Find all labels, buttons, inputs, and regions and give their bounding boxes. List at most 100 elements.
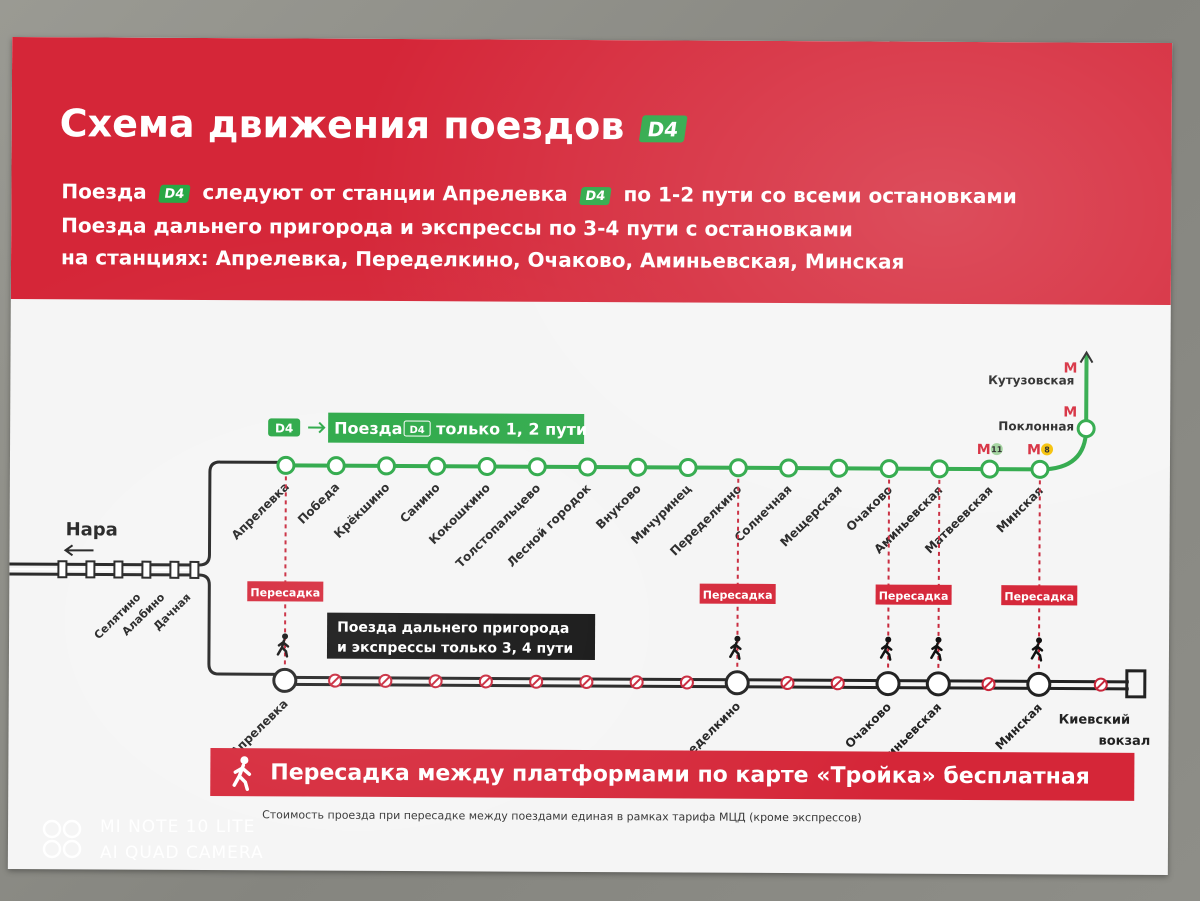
upper-station-marker	[678, 458, 698, 478]
legend-upper-prefix: Поезда	[334, 419, 402, 438]
lower-station-marker	[925, 671, 951, 697]
left-trunk	[9, 460, 286, 676]
skipped-stop-marker	[679, 675, 694, 690]
upper-station-marker	[427, 456, 447, 476]
subtitle-l1-a: Поезда	[61, 179, 147, 204]
metro-icon-matveevskaya-badge: 11	[991, 445, 1003, 454]
watermark-line-2: AI QUAD CAMERA	[100, 843, 264, 863]
metro-icon-matveevskaya-letter: М	[977, 442, 991, 458]
subtitle-line-2: Поезда дальнего пригорода и экспрессы по…	[61, 213, 853, 242]
terminal-label-1: Киевский	[1059, 712, 1131, 727]
lower-station-label: Очаково	[842, 700, 894, 751]
walking-person-icon	[232, 756, 252, 791]
upper-station-marker	[829, 458, 849, 478]
lower-track-line-top	[284, 675, 1129, 684]
legend-upper: D4 Поезда D4 только 1, 2 пути	[268, 412, 587, 444]
legend-lower-line-1: Поезда дальнего пригорода	[337, 620, 569, 637]
upper-station-label: Санино	[397, 480, 442, 525]
d4-badge-title: D4	[638, 115, 687, 143]
transfer-label-box	[875, 584, 952, 605]
legend-upper-suffix: только 1, 2 пути	[436, 419, 587, 439]
left-stop-marker	[141, 560, 152, 579]
transfer-label-box	[1001, 585, 1078, 606]
walking-person-icon	[729, 635, 742, 661]
skipped-stop-marker	[378, 673, 393, 688]
legend-d4-badge-bg	[268, 418, 301, 437]
legend-arrow-icon	[308, 421, 326, 434]
transfer-dashed-line	[1037, 480, 1041, 673]
transfer-label: Пересадка	[879, 590, 949, 603]
terminal-buffer-icon	[1125, 669, 1147, 699]
left-stop-marker	[113, 560, 124, 579]
walking-person-icon	[1030, 637, 1044, 662]
upper-station-label: Очаково	[844, 483, 896, 534]
skipped-stop-marker	[1093, 677, 1108, 692]
transfer-dashed-line	[887, 479, 891, 672]
metro-icon-kutuzovskaya-letter: М	[1063, 360, 1077, 376]
legend-d4-badge: D4	[275, 421, 293, 435]
upper-station-marker	[1030, 459, 1050, 479]
subtitle-line-1: Поезда D4 следуют от станции Апрелевка D…	[61, 179, 1017, 208]
upper-station-label: Внуково	[593, 481, 644, 531]
station-kutuzovskaya-label: Кутузовская	[988, 373, 1074, 387]
upper-station-marker	[578, 457, 598, 477]
legend-inline-d4: D4	[409, 425, 424, 436]
transfer-dashed-line	[283, 476, 287, 669]
subtitle-l1-b: следуют от станции Апрелевка	[202, 179, 568, 206]
walking-person-icon	[879, 636, 893, 661]
lower-station-marker	[1026, 671, 1052, 697]
upper-station-marker	[276, 455, 296, 475]
upper-station-marker-poklonnaya	[1076, 419, 1096, 439]
upper-station-marker	[728, 458, 748, 478]
north-arrow-icon	[1079, 350, 1094, 364]
upper-station-marker	[477, 456, 497, 476]
skipped-stop-marker	[579, 674, 594, 689]
d4-badge-inline-2: D4	[579, 186, 612, 205]
station-poklonnaya-label: Поклонная	[998, 419, 1074, 433]
metro-icon-poklonnaya-letter: М	[1063, 404, 1077, 420]
d4-badge-inline-1: D4	[158, 184, 191, 203]
upper-station-marker	[527, 457, 547, 477]
upper-station-marker	[376, 456, 396, 476]
walking-person-icon	[276, 633, 290, 658]
metro-icon-minskaya-letter: М	[1027, 442, 1041, 458]
camera-logo-icon	[42, 819, 82, 859]
transfer-label: Пересадка	[250, 586, 320, 599]
transfer-label: Пересадка	[1004, 590, 1074, 603]
left-stop-marker	[85, 560, 96, 579]
upper-station-label: Минская	[994, 484, 1046, 536]
upper-station-marker	[326, 456, 346, 476]
skipped-stop-marker	[629, 675, 644, 690]
upper-station-marker	[879, 459, 899, 479]
legend-upper-box	[328, 412, 585, 444]
skipped-stop-marker	[478, 674, 493, 689]
lower-station-marker	[724, 670, 750, 696]
legend-inline-d4-frame	[403, 420, 431, 437]
skipped-stop-marker	[529, 674, 544, 689]
left-stop-marker	[57, 560, 68, 579]
skipped-stop-marker	[981, 677, 996, 692]
lower-station-marker	[272, 667, 298, 693]
metro-icon-kutuzovskaya: М	[1063, 360, 1077, 376]
free-transfer-notice: Пересадка между платформами по карте «Тр…	[210, 748, 1135, 801]
upper-station-label: Победа	[295, 480, 342, 527]
lower-track-line-bottom	[284, 682, 1129, 691]
train-scheme: D4 Поезда D4 только 1, 2 пути Нара Селят…	[9, 350, 1150, 775]
transfer-label-box	[699, 583, 776, 604]
left-stop-marker	[189, 560, 200, 579]
legend-lower-line-2: и экспрессы только 3, 4 пути	[337, 640, 573, 657]
upper-track-line	[285, 463, 1040, 472]
metro-icon-minskaya-badge: 8	[1044, 445, 1050, 454]
subtitle-l1-c: по 1-2 пути со всеми остановками	[623, 182, 1017, 209]
terminal-label-2: вокзал	[1098, 734, 1150, 749]
skipped-stop-marker	[780, 676, 795, 691]
transfer-dashed-line	[736, 478, 740, 671]
lower-station-marker	[875, 671, 901, 697]
upper-station-marker	[779, 458, 799, 478]
upper-station-label: Апрелевка	[229, 480, 292, 543]
metro-icon-poklonnaya: М	[1063, 404, 1077, 420]
